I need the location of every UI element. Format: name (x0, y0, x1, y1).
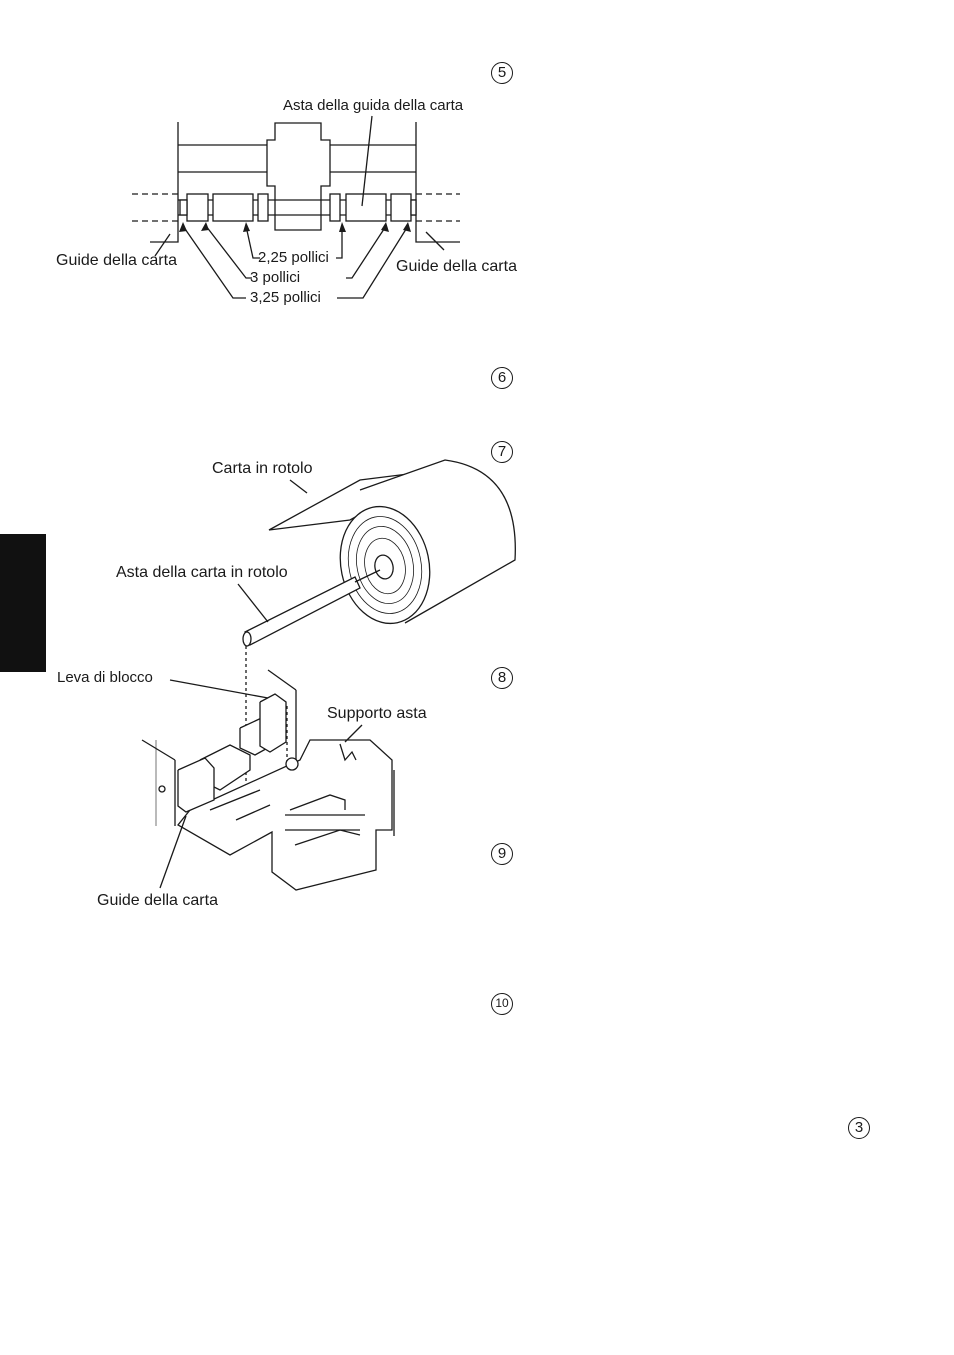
step-5-marker: 5 (491, 62, 513, 84)
guides-label: Guide della carta (97, 892, 218, 909)
rod-label: Asta della guida della carta (283, 97, 464, 114)
guides-right-label: Guide della carta (396, 258, 517, 275)
section-tab (0, 534, 46, 672)
width-325-label: 3,25 pollici (250, 289, 321, 306)
guides-left-label: Guide della carta (56, 252, 177, 269)
lock-lever-label: Leva di blocco (57, 669, 153, 686)
step-10-marker: 10 (491, 993, 513, 1015)
roll-paper-label: Carta in rotolo (212, 460, 313, 477)
step-8-marker: 8 (491, 667, 513, 689)
shaft-support-label: Supporto asta (327, 705, 427, 722)
width-225-label: 2,25 pollici (258, 249, 329, 266)
step-9-marker: 9 (491, 843, 513, 865)
page-number: 3 (848, 1117, 870, 1139)
step-7-marker: 7 (491, 441, 513, 463)
step-6-marker: 6 (491, 367, 513, 389)
width-3-label: 3 pollici (250, 269, 301, 286)
roll-shaft-label: Asta della carta in rotolo (116, 564, 288, 581)
